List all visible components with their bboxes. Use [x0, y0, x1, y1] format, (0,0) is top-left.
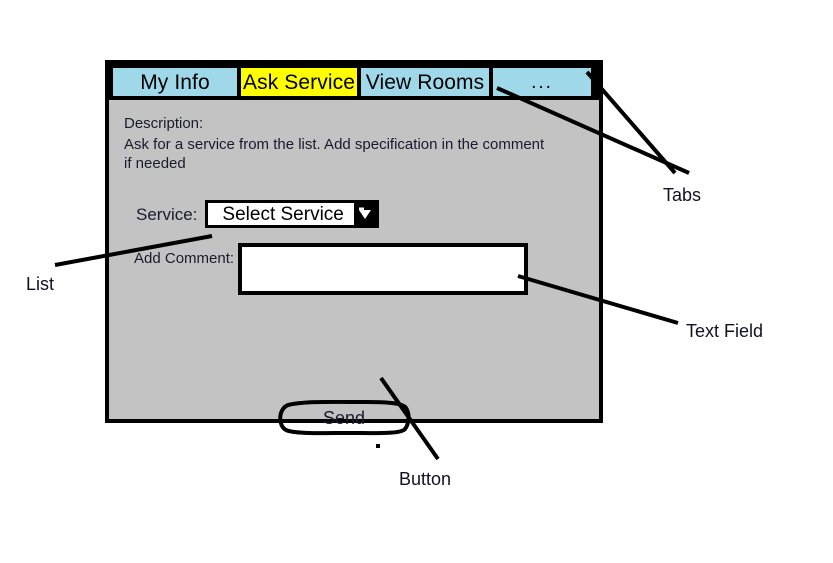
tab-ask-service[interactable]: Ask Service [241, 68, 361, 96]
tab-panel-ask-service: Description: Ask for a service from the … [109, 100, 599, 436]
annotation-label-button: Button [399, 469, 452, 489]
send-button-label: Send [322, 408, 366, 428]
annotation-label-tabs: Tabs [663, 185, 702, 205]
comment-label: Add Comment: [134, 250, 235, 267]
annotation-label-text-field: Text Field [686, 321, 764, 341]
service-label: Service: [136, 204, 198, 224]
app-window: My Info Ask Service View Rooms ... Descr… [105, 60, 603, 436]
comment-row: Add Comment: [134, 243, 529, 295]
service-select[interactable]: Select Service [205, 200, 379, 228]
tab-more-label: ... [531, 71, 553, 93]
tab-my-info[interactable]: My Info [113, 68, 241, 96]
stray-ink-dot [376, 444, 380, 448]
description-block: Description: Ask for a service from the … [124, 114, 554, 173]
tab-more[interactable]: ... [493, 68, 591, 96]
send-button[interactable]: Send [275, 400, 413, 436]
tab-strip: My Info Ask Service View Rooms ... [109, 64, 599, 100]
service-row: Service: Select Service [136, 200, 379, 228]
annotation-label-list: List [26, 274, 55, 294]
comment-textarea[interactable] [238, 243, 529, 295]
tab-view-rooms-label: View Rooms [365, 70, 485, 94]
description-title: Description: [124, 115, 204, 132]
tab-view-rooms[interactable]: View Rooms [361, 68, 493, 96]
chevron-down-icon[interactable] [353, 203, 376, 225]
tab-my-info-label: My Info [140, 70, 210, 94]
tab-ask-service-label: Ask Service [243, 70, 355, 94]
service-select-value: Select Service [208, 203, 354, 225]
description-text: Ask for a service from the list. Add spe… [124, 136, 545, 172]
